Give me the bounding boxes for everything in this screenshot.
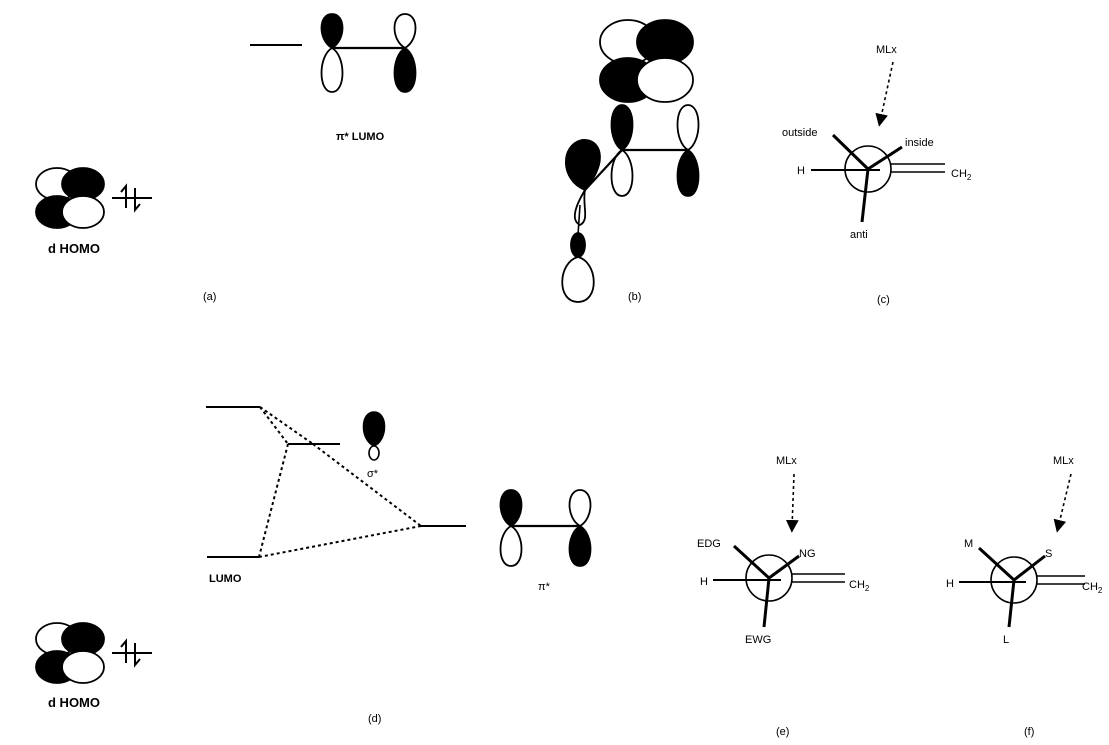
homo-level-icon xyxy=(112,183,152,213)
d-orbital-icon xyxy=(35,622,105,684)
ng-label: NG xyxy=(799,548,816,560)
caption-e: (e) xyxy=(776,726,789,738)
ewg-label: EWG xyxy=(745,634,771,646)
ch2-label: CH2 xyxy=(951,168,972,182)
inside-label: inside xyxy=(905,137,934,149)
h-label: H xyxy=(946,578,954,590)
approach-arrow xyxy=(1053,473,1072,533)
outside-label: outside xyxy=(782,127,817,139)
newman-bonds xyxy=(977,546,1046,628)
panel-a: d HOMO π* LUMO (a) xyxy=(35,13,417,303)
caption-a: (a) xyxy=(203,291,216,303)
ch2-label: CH2 xyxy=(849,579,870,593)
sigma-star-label: σ* xyxy=(367,468,379,480)
approach-arrow xyxy=(785,473,799,533)
approach-arrow xyxy=(875,61,894,127)
sigma-star-orbital-icon xyxy=(362,411,386,461)
panel-f: MLx M S H CH2 L (f) xyxy=(946,455,1103,738)
lumo-label: LUMO xyxy=(209,573,242,585)
caption-d: (d) xyxy=(368,713,381,725)
panel-b: (b) xyxy=(561,19,700,303)
l-label: L xyxy=(1003,634,1009,646)
d-homo-label: d HOMO xyxy=(48,241,100,256)
newman-circle xyxy=(745,554,793,602)
h-label: H xyxy=(700,576,708,588)
s-label: S xyxy=(1045,548,1052,560)
panel-d: σ* π* LUMO d HOMO (d) xyxy=(35,406,592,725)
panel-e: MLx EDG NG H CH2 EWG (e) xyxy=(697,455,870,738)
caption-b: (b) xyxy=(628,291,641,303)
d-orbital-icon xyxy=(599,19,694,103)
newman-bonds xyxy=(732,544,800,628)
newman-bonds xyxy=(831,133,903,223)
newman-circle xyxy=(990,556,1038,604)
edg-label: EDG xyxy=(697,538,721,550)
pi-star-orbital-icon xyxy=(320,13,417,93)
m-label: M xyxy=(964,538,973,550)
ch2-label: CH2 xyxy=(1082,581,1103,595)
d-orbital-icon xyxy=(35,167,105,229)
caption-f: (f) xyxy=(1024,726,1034,738)
panel-c: MLx outside inside H CH2 anti (c) xyxy=(782,44,972,306)
metal-label: MLx xyxy=(776,455,797,467)
metal-label: MLx xyxy=(1053,455,1074,467)
pi-star-lumo-label: π* LUMO xyxy=(336,131,385,143)
d-homo-label: d HOMO xyxy=(48,695,100,710)
pi-star-label: π* xyxy=(538,581,551,593)
metal-label: MLx xyxy=(876,44,897,56)
caption-c: (c) xyxy=(877,294,890,306)
homo-level-icon xyxy=(112,638,152,668)
allylic-orbital-icon xyxy=(561,104,700,303)
h-label: H xyxy=(797,165,805,177)
anti-label: anti xyxy=(850,229,868,241)
energy-levels xyxy=(206,406,466,558)
correlation-lines xyxy=(258,406,422,558)
pi-star-orbital-icon xyxy=(499,489,592,567)
